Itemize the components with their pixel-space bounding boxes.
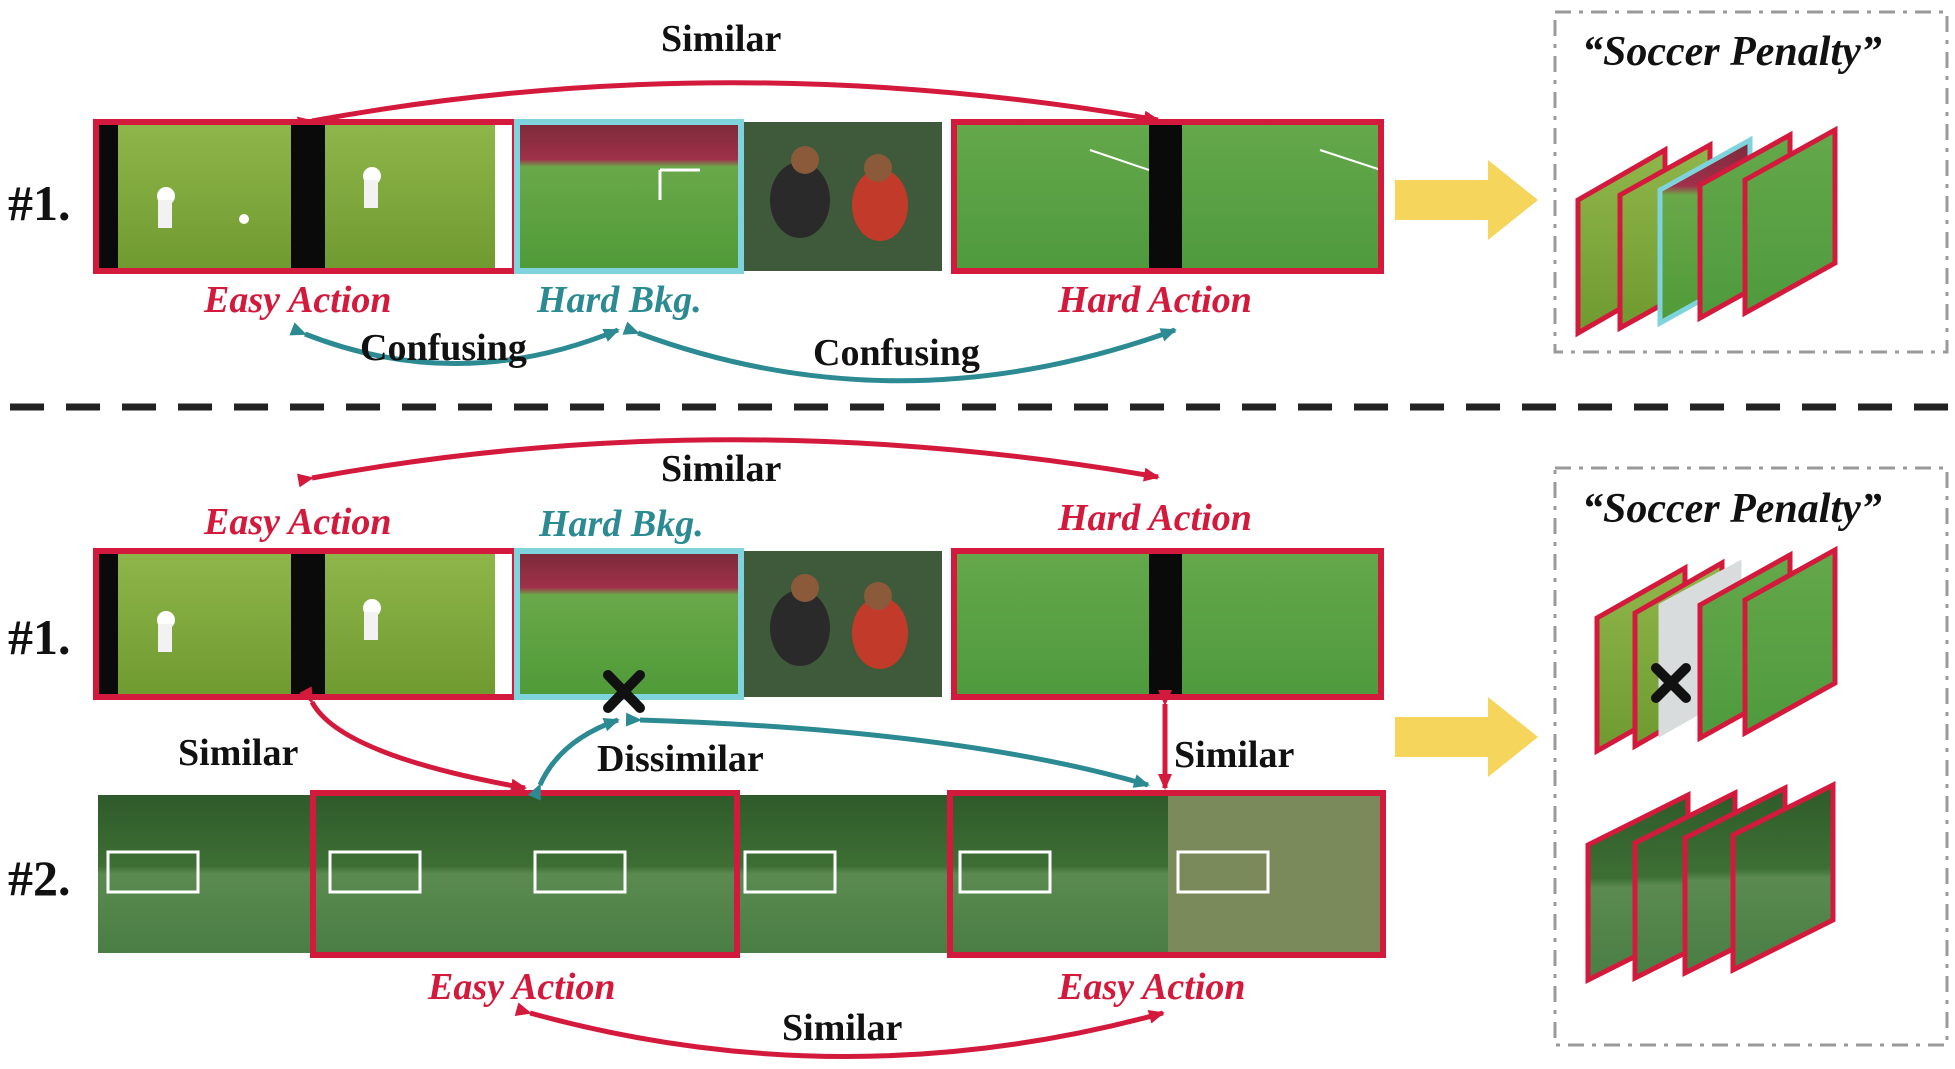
hard-bkg-box <box>514 119 744 274</box>
goal <box>1176 850 1270 894</box>
easy-action-label-row1: Easy Action <box>204 501 392 543</box>
easy-action-label-row2-right: Easy Action <box>1058 966 1246 1008</box>
similar-arrow-left <box>299 686 527 793</box>
frame-park-1 <box>98 795 311 953</box>
frame-park-3 <box>525 795 737 953</box>
row-label-1: #1. <box>8 609 71 665</box>
ball <box>239 214 249 224</box>
x-mark-icon <box>1651 663 1691 703</box>
easy-action-label-top: Easy Action <box>204 279 392 321</box>
stacked-frames-top <box>1575 125 1838 338</box>
frame-hard-action-1 <box>954 551 1149 697</box>
easy-action-box-right <box>947 790 1386 958</box>
result-box-top <box>1553 10 1949 354</box>
confusing-arc-right <box>622 321 1177 384</box>
hard-action-box <box>951 119 1384 274</box>
result-title-top: “Soccer Penalty” <box>1582 29 1882 75</box>
field-line <box>1089 149 1150 171</box>
person <box>852 169 908 241</box>
frame-hard-action-1 <box>954 122 1149 271</box>
hard-bkg-label-row1: Hard Bkg. <box>539 503 704 545</box>
frame-easy-2 <box>325 551 495 697</box>
similar-arc-top-bottom <box>296 437 1160 488</box>
confusing-label-right: Confusing <box>813 332 980 374</box>
frame-hard-bkg <box>519 551 741 697</box>
frame-park-6 <box>1168 795 1383 953</box>
easy-action-box-left <box>310 790 740 958</box>
person <box>770 162 830 238</box>
frame-bar <box>96 551 118 697</box>
person-head <box>791 146 819 174</box>
goal <box>533 850 627 894</box>
frame-strip-top <box>93 119 1384 274</box>
similar-label-left: Similar <box>178 732 299 774</box>
bottom-panel <box>93 437 1949 1059</box>
x-mark-icon <box>603 670 645 713</box>
frame-easy-1 <box>96 122 291 271</box>
top-panel <box>93 10 1949 384</box>
frame-hard-action-2 <box>1182 551 1381 697</box>
easy-action-label-row2-left: Easy Action <box>428 966 616 1008</box>
similar-label-top: Similar <box>661 18 782 60</box>
hard-action-label-top: Hard Action <box>1058 279 1252 321</box>
dissimilar-label: Dissimilar <box>597 738 764 780</box>
person-head <box>864 582 892 610</box>
frame-bar <box>291 122 325 271</box>
frame-easy-2 <box>325 122 495 271</box>
similar-label-top-bottom: Similar <box>661 448 782 490</box>
player <box>158 200 172 228</box>
goal <box>106 850 200 894</box>
row-label-2: #2. <box>8 850 71 906</box>
person <box>770 590 830 666</box>
dissimilar-arrow-right <box>625 712 1150 788</box>
goal <box>958 850 1052 894</box>
stacked-frames-bottom-upper <box>1594 545 1838 756</box>
goal <box>743 850 837 894</box>
frame-easy-1 <box>96 551 291 697</box>
hard-action-label-row1: Hard Action <box>1058 497 1252 539</box>
right-arrow-icon <box>1395 160 1538 240</box>
confusing-arc-left <box>289 322 620 367</box>
frame-hard-bkg <box>519 122 741 271</box>
frame-strip-row1 <box>93 548 1384 713</box>
frame-bar <box>291 551 325 697</box>
person-head <box>791 574 819 602</box>
player <box>364 180 378 208</box>
field-line <box>1319 149 1382 171</box>
result-title-bottom: “Soccer Penalty” <box>1582 486 1882 532</box>
result-box-bottom <box>1553 466 1949 1047</box>
person <box>852 597 908 669</box>
frame-strip-row2 <box>98 790 1386 958</box>
frame-park-5 <box>950 795 1168 953</box>
stacked-frames-bottom-lower <box>1585 780 1836 985</box>
frame-bar <box>1149 122 1182 271</box>
frame-hard-action-2 <box>1182 122 1381 271</box>
frame-bar <box>96 122 118 271</box>
similar-label-bottom: Similar <box>782 1007 903 1049</box>
person-head <box>864 154 892 182</box>
row-label-top: #1. <box>8 175 71 231</box>
player <box>158 624 172 652</box>
similar-label-right: Similar <box>1174 734 1295 776</box>
dissimilar-arrow-left <box>527 717 620 801</box>
right-arrow-icon <box>1395 697 1538 777</box>
goal <box>328 850 422 894</box>
confusing-label-left: Confusing <box>360 327 527 369</box>
frame-park-4 <box>737 795 950 953</box>
similar-arc-top <box>296 80 1160 131</box>
player <box>364 612 378 640</box>
frame-bar <box>1149 551 1182 697</box>
similar-arc-bottom <box>514 1002 1165 1059</box>
hard-bkg-label-top: Hard Bkg. <box>537 279 702 321</box>
